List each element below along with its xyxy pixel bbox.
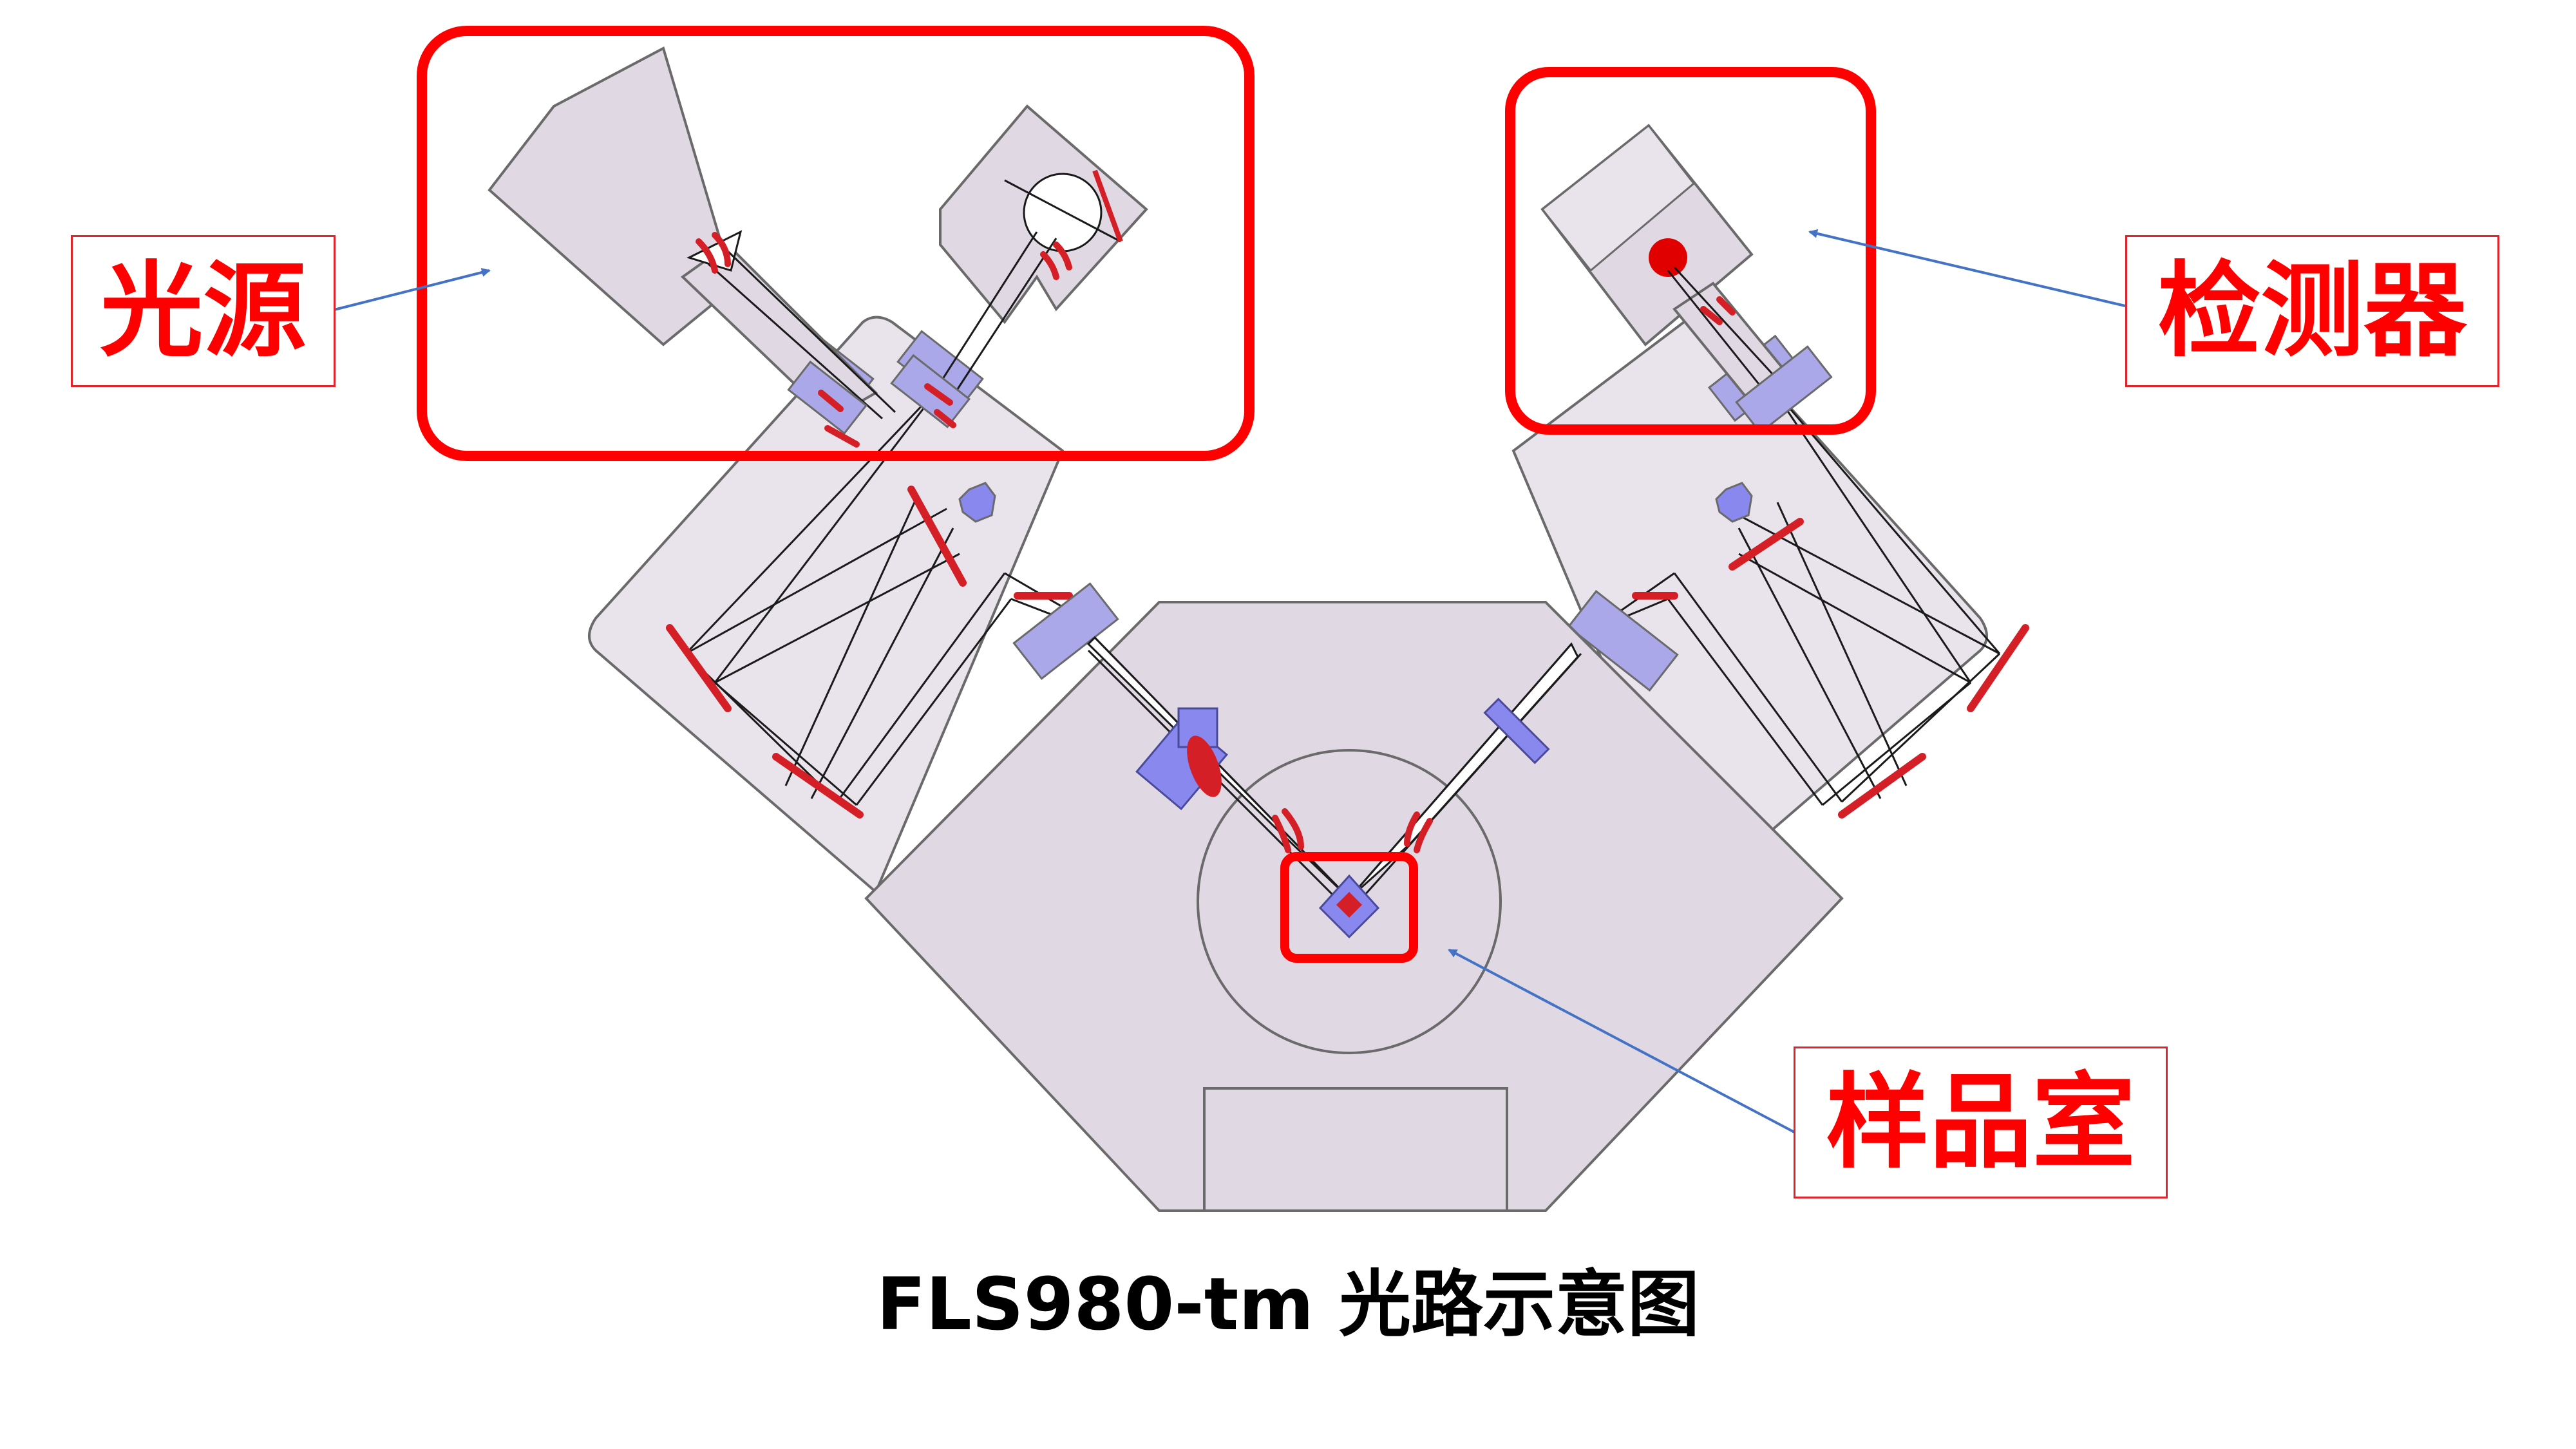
light-source-assembly bbox=[488, 46, 1148, 448]
sample-pointer bbox=[1448, 949, 1797, 1135]
light-source-label: 光源 bbox=[71, 235, 336, 387]
detector-label: 检测器 bbox=[2125, 235, 2499, 387]
light-source-highlight bbox=[417, 26, 1255, 461]
sample-chamber-label: 样品室 bbox=[1794, 1046, 2168, 1198]
diagram-caption: FLS980-tm 光路示意图 bbox=[876, 1263, 1700, 1347]
sample-chamber-housing bbox=[864, 601, 1844, 1212]
light-source-pointer bbox=[331, 268, 491, 312]
detector-highlight bbox=[1505, 67, 1876, 435]
sample-highlight bbox=[1280, 852, 1418, 963]
detector-assembly bbox=[1540, 124, 1833, 434]
detector-pointer bbox=[1808, 229, 2126, 307]
